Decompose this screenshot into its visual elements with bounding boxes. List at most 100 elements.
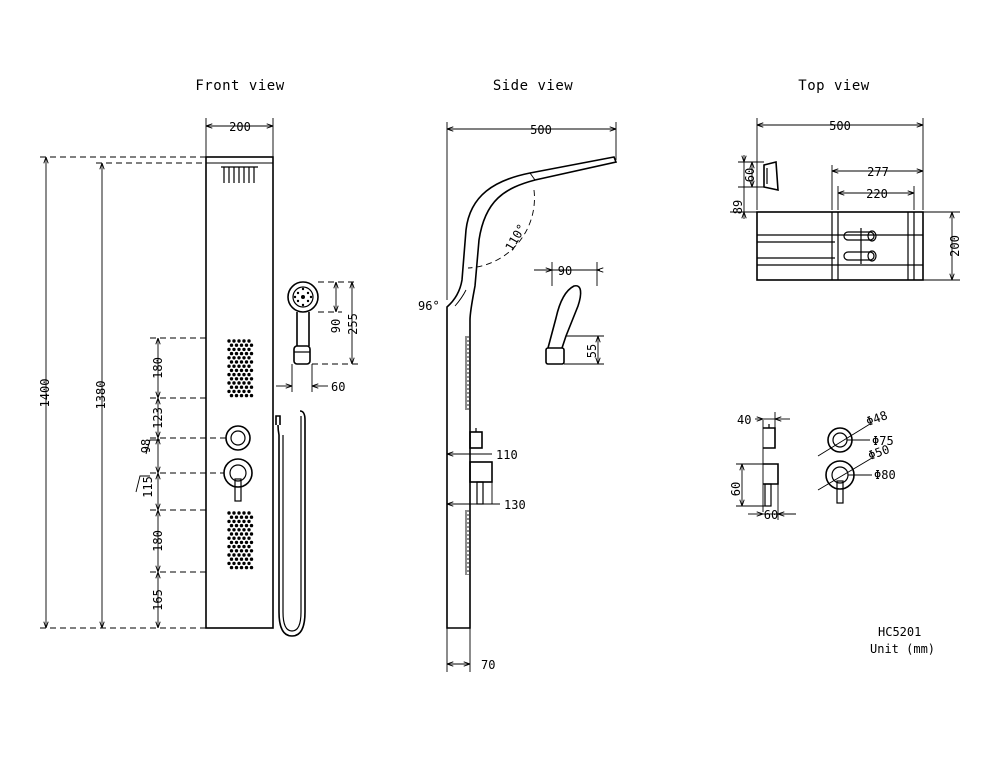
nozzle-dot: [242, 339, 246, 343]
nozzle-dot: [234, 368, 239, 373]
nozzle-dot: [247, 381, 251, 385]
nozzle-dot: [244, 549, 249, 553]
nozzle-dot: [227, 544, 231, 549]
dim-nozzle-lower-180: 180: [151, 530, 165, 552]
side-diverter-knob: [469, 431, 483, 449]
nozzle-dot: [229, 385, 234, 389]
nozzle-dot: [229, 565, 234, 570]
nozzle-dot: [232, 528, 236, 532]
dim-front-width: 200: [229, 120, 251, 134]
nozzle-dot: [239, 565, 244, 570]
nozzle-dot: [234, 393, 239, 398]
nozzle-dot: [227, 347, 231, 352]
nozzle-dot: [249, 532, 254, 536]
dim-head-90: 90: [558, 264, 572, 278]
nozzle-dot: [227, 381, 231, 385]
dim-bottom-165: 165: [151, 589, 165, 611]
nozzle-dot: [249, 343, 254, 347]
nozzle-dot: [242, 519, 246, 524]
upper-nozzle-grid: [227, 339, 254, 398]
nozzle-dot: [237, 356, 241, 360]
nozzle-dot: [239, 532, 244, 536]
nozzle-dot: [229, 532, 234, 536]
nozzle-dot: [249, 549, 254, 553]
nozzle-dot: [232, 347, 236, 352]
nozzle-dot: [229, 360, 234, 364]
nozzle-dot: [234, 540, 239, 545]
dim-height-1380: 1380: [94, 381, 108, 410]
nozzle-dot: [237, 339, 241, 343]
nozzle-dot: [247, 511, 251, 515]
unit-label: Unit (mm): [870, 642, 935, 656]
nozzle-dot: [239, 515, 244, 519]
nozzle-dot: [227, 519, 231, 524]
hand-shower: [287, 281, 319, 365]
nozzle-dot: [237, 364, 241, 368]
nozzle-dot: [227, 553, 231, 557]
dim-height-1400: 1400: [38, 379, 52, 408]
nozzle-dot: [227, 511, 231, 515]
nozzle-dot: [232, 519, 236, 524]
nozzle-dot: [249, 557, 254, 561]
front-view-title: Front view: [195, 78, 284, 94]
nozzle-dot: [244, 351, 249, 356]
nozzle-dot: [247, 519, 251, 524]
nozzle-dot: [232, 389, 236, 394]
nozzle-dot: [249, 515, 254, 519]
dim-phi50: Φ50: [866, 442, 891, 463]
dim-top-277: 277: [867, 165, 889, 179]
nozzle-dot: [247, 553, 251, 557]
nozzle-dot: [227, 372, 231, 377]
nozzle-dot: [229, 351, 234, 356]
dim-detail-40: 40: [737, 413, 751, 427]
front-panel-body: [205, 156, 274, 629]
nozzle-dot: [242, 364, 246, 368]
dim-top-200: 200: [948, 235, 962, 257]
nozzle-dot: [249, 351, 254, 356]
nozzle-dot: [249, 565, 254, 570]
detail-lever-side: [763, 463, 779, 485]
nozzle-dot: [234, 523, 239, 528]
nozzle-dot: [247, 389, 251, 394]
nozzle-dot: [242, 381, 246, 385]
nozzle-dot: [229, 515, 234, 519]
top-vent: [221, 166, 258, 183]
nozzle-dot: [232, 536, 236, 540]
dim-knob-130: 130: [504, 498, 526, 512]
nozzle-dot: [244, 393, 249, 398]
nozzle-dot: [229, 343, 234, 347]
lower-nozzle-grid: [227, 511, 254, 570]
nozzle-dot: [229, 368, 234, 373]
nozzle-dot: [237, 372, 241, 377]
detail-knob-side: [763, 427, 776, 449]
nozzle-dot: [239, 523, 244, 528]
dim-spacing-123: 123: [151, 407, 165, 429]
nozzle-dot: [232, 561, 236, 566]
nozzle-dot: [247, 347, 251, 352]
nozzle-dot: [242, 528, 246, 532]
dim-phi75: Φ75: [872, 434, 894, 448]
nozzle-dot: [242, 356, 246, 360]
nozzle-dot: [232, 339, 236, 343]
nozzle-dot: [237, 544, 241, 549]
nozzle-dot: [244, 565, 249, 570]
nozzle-dot: [234, 385, 239, 389]
nozzle-dot: [239, 540, 244, 545]
dim-head-55: 55: [585, 344, 599, 358]
mixer-lever: [223, 458, 253, 502]
dim-phi80: Φ80: [874, 468, 896, 482]
nozzle-dot: [232, 372, 236, 377]
nozzle-dot: [239, 368, 244, 373]
nozzle-dot: [242, 511, 246, 515]
nozzle-dot: [227, 356, 231, 360]
nozzle-dot: [242, 536, 246, 540]
nozzle-dot: [229, 393, 234, 398]
nozzle-dot: [239, 557, 244, 561]
dim-detail-60v: 60: [729, 482, 743, 496]
nozzle-dot: [247, 528, 251, 532]
dim-dia-115: 115: [141, 476, 155, 498]
nozzle-dot: [239, 377, 244, 381]
side-column-body: [446, 156, 618, 629]
nozzle-dot: [244, 532, 249, 536]
